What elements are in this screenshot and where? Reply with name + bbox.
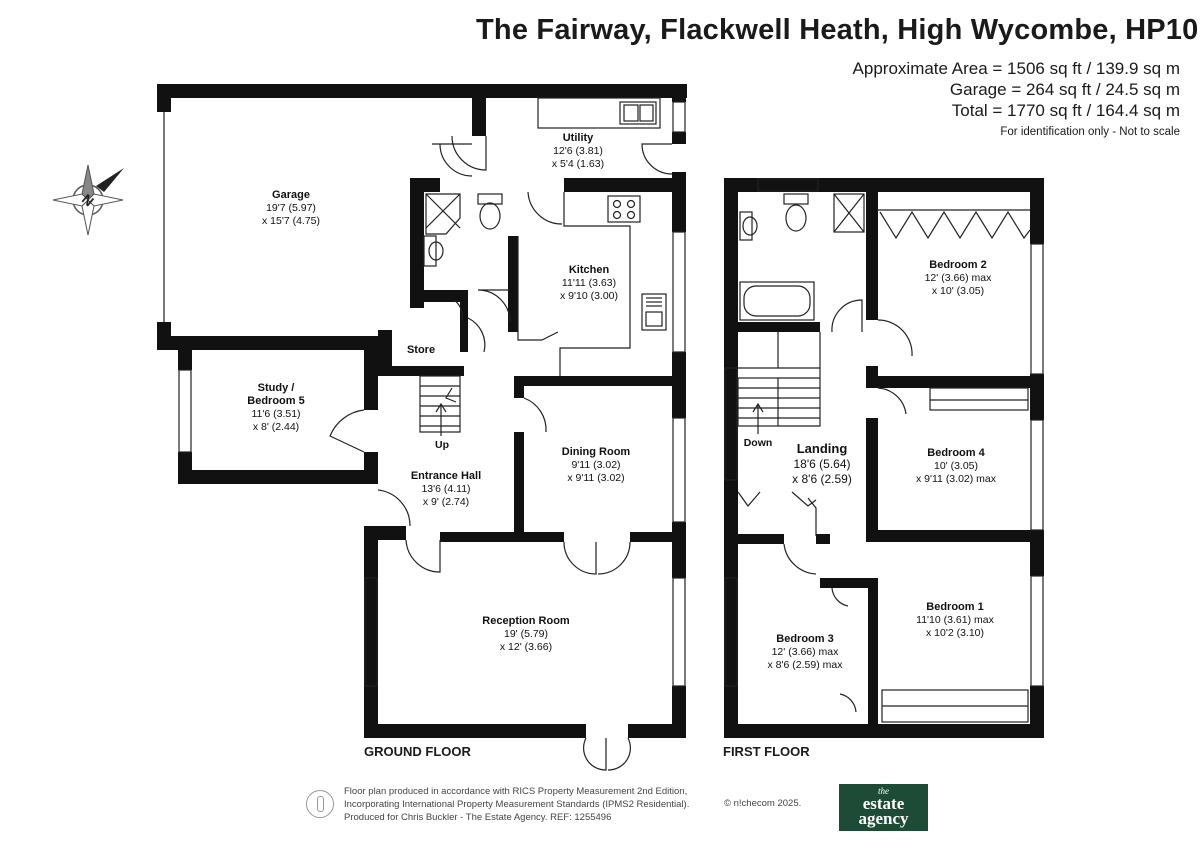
garage-dim1: 19'7 (5.97) [266,202,316,214]
scale-note: For identification only - Not to scale [1000,126,1180,138]
floorplan-info-icon [306,790,334,818]
garage-name: Garage [272,189,310,201]
study-dim1: 11'6 (3.51) [251,408,300,420]
footer-text: Floor plan produced in accordance with R… [344,785,689,824]
footer-line-1: Floor plan produced in accordance with R… [344,786,688,797]
landing-dim1: 18'6 (5.64) [794,457,851,471]
bed3-dim1: 12' (3.66) max [772,646,840,658]
utility-dim1: 12'6 (3.81) [553,145,603,157]
bed3-dim2: x 8'6 (2.59) max [768,659,844,671]
estate-agency-logo: the estate agency [839,784,928,831]
kitchen-name: Kitchen [569,264,610,276]
dining-name: Dining Room [562,446,631,458]
ground-floor-label: GROUND FLOOR [364,744,471,759]
logo-the: the [878,786,889,796]
garage-area: Garage = 264 sq ft / 24.5 sq m [949,80,1180,99]
reception-dim2: x 12' (3.66) [500,641,552,653]
utility-dim2: x 5'4 (1.63) [552,158,604,170]
bed1-name: Bedroom 1 [926,601,983,613]
footer-line-2: Incorporating International Property Mea… [344,799,690,810]
bed1-dim2: x 10'2 (3.10) [926,627,984,639]
landing-dim2: x 8'6 (2.59) [792,472,852,486]
kitchen-dim2: x 9'10 (3.00) [560,290,618,302]
ground-floor-walls [157,84,687,738]
logo-estate: estate [862,794,905,813]
bed2-dim2: x 10' (3.05) [932,285,984,297]
hall-dim2: x 9' (2.74) [423,496,469,508]
bed3-name: Bedroom 3 [776,633,833,645]
first-floor-walls [724,178,1044,738]
first-floor-label: FIRST FLOOR [723,744,810,759]
bed2-dim1: 12' (3.66) max [925,272,993,284]
property-title: The Fairway, Flackwell Heath, High Wycom… [476,14,1199,46]
dining-dim2: x 9'11 (3.02) [567,472,624,484]
bed2-name: Bedroom 2 [929,259,986,271]
logo-agency: agency [858,809,909,828]
dining-dim1: 9'11 (3.02) [571,459,620,471]
garage-dim2: x 15'7 (4.75) [262,215,320,227]
footer-line-3: Produced for Chris Buckler - The Estate … [344,812,612,823]
compass-icon: N [52,164,124,236]
reception-dim1: 19' (5.79) [504,628,548,640]
first-floor-fixtures [724,178,1044,723]
stairs-up-label: Up [435,439,449,451]
study-name-2: Bedroom 5 [247,395,304,407]
room-labels: Garage 19'7 (5.97) x 15'7 (4.75) Utility… [247,132,996,671]
store-name: Store [407,344,435,356]
kitchen-dim1: 11'11 (3.63) [562,277,616,289]
total-area: Total = 1770 sq ft / 164.4 sq m [951,101,1180,120]
study-dim2: x 8' (2.44) [253,421,299,433]
area-summary: Approximate Area = 1506 sq ft / 139.9 sq… [853,58,1180,141]
bed4-dim2: x 9'11 (3.02) max [916,473,997,485]
reception-name: Reception Room [482,615,570,627]
bed4-name: Bedroom 4 [927,447,985,459]
hall-name: Entrance Hall [411,470,481,482]
utility-name: Utility [563,132,594,144]
landing-name: Landing [797,441,848,456]
bed1-dim1: 11'10 (3.61) max [916,614,994,626]
approximate-area: Approximate Area = 1506 sq ft / 139.9 sq… [852,59,1180,78]
hall-dim1: 13'6 (4.11) [421,483,470,495]
copyright: © n!checom 2025. [724,798,802,809]
stairs-down-label: Down [744,437,773,449]
ground-floor-fixtures [163,97,686,771]
bed4-dim1: 10' (3.05) [934,460,978,472]
study-name-1: Study / [258,382,295,394]
